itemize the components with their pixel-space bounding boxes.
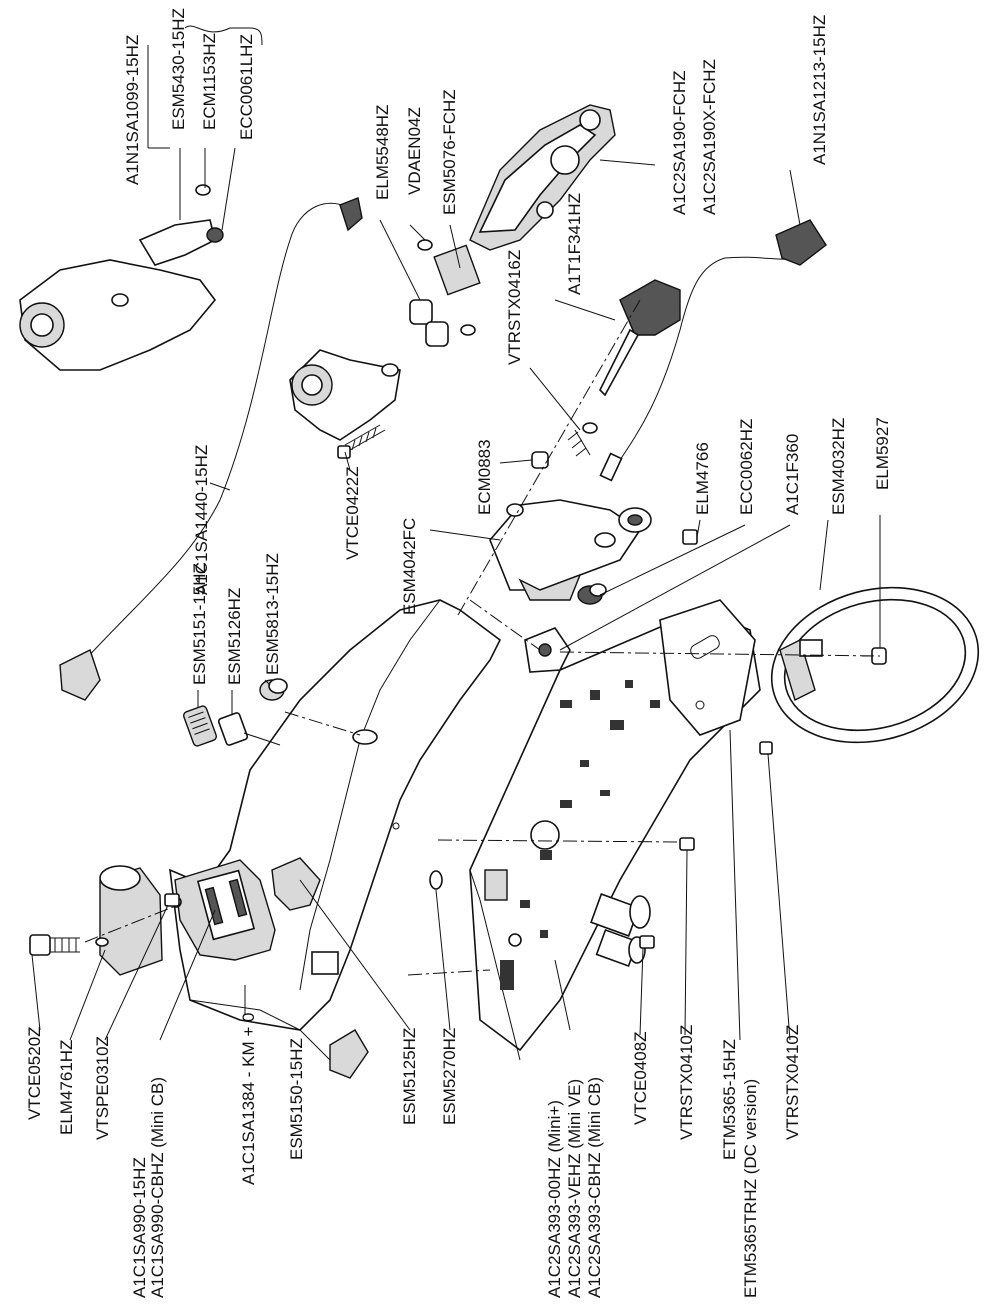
label-A1C1F360: A1C1F360	[783, 434, 802, 515]
part-drawings	[19, 104, 980, 1079]
label-ELM5927: ELM5927	[873, 417, 892, 490]
label-ESM5150-15HZ: ESM5150-15HZ	[287, 1038, 306, 1160]
label-VTRSTX0416Z: VTRSTX0416Z	[505, 250, 524, 365]
label-VTSPE0310Z: VTSPE0310Z	[93, 1036, 112, 1140]
connector-part	[524, 627, 571, 673]
label-ETM5365-15HZ: ETM5365-15HZ	[720, 1039, 739, 1160]
label-A1C2SA393-VEHZ: A1C2SA393-VEHZ (Mini VE)	[565, 1079, 584, 1298]
label-ESM5126HZ: ESM5126HZ	[225, 588, 244, 685]
joint-parts	[409, 239, 481, 347]
label-A1C2SA190X-FCHZ: A1C2SA190X-FCHZ	[700, 59, 719, 215]
label-ESM5151-15HZ: ESM5151-15HZ	[190, 563, 209, 685]
collar-part	[577, 583, 607, 605]
screw-part	[29, 934, 80, 956]
label-ELM5548HZ: ELM5548HZ	[373, 105, 392, 200]
main-housing-part	[169, 599, 502, 1031]
cap-part	[329, 1029, 369, 1079]
button-parts	[182, 678, 288, 747]
label-VTRSTX0410Z: VTRSTX0410Z	[677, 1025, 696, 1140]
bushing-part	[531, 451, 549, 469]
label-A1C2SA393-CBHZ: A1C2SA393-CBHZ (Mini CB)	[585, 1077, 604, 1298]
label-ECM0883: ECM0883	[475, 439, 494, 515]
label-ESM5125HZ: ESM5125HZ	[400, 1028, 419, 1125]
label-ESM5270HZ: ESM5270HZ	[440, 1028, 459, 1125]
spring-part	[567, 422, 598, 457]
label-ESM5430-15HZ: ESM5430-15HZ	[169, 8, 188, 130]
label-ESM5813-15HZ: ESM5813-15HZ	[263, 553, 282, 675]
yoke-part	[489, 499, 652, 601]
label-VDAEN04Z: VDAEN04Z	[405, 107, 424, 195]
label-A1N1SA1213-15HZ: A1N1SA1213-15HZ	[810, 15, 829, 165]
clip-parts	[271, 857, 443, 911]
label-A1C1SA1384: A1C1SA1384 - KM + 0	[239, 1013, 258, 1185]
label-A1C1SA990-CBHZ: A1C1SA990-CBHZ (Mini CB)	[148, 1077, 167, 1298]
label-ELM4766: ELM4766	[693, 442, 712, 515]
capacitor-parts	[590, 893, 651, 968]
label-ECC0061LHZ: ECC0061LHZ	[237, 34, 256, 140]
label-A1C2SA190-FCHZ: A1C2SA190-FCHZ	[670, 70, 689, 215]
assembly-lines	[84, 299, 881, 976]
label-ESM4042FC: ESM4042FC	[400, 518, 419, 615]
cable-right-part	[599, 219, 827, 482]
label-ESM5076-FCHZ: ESM5076-FCHZ	[440, 89, 459, 215]
block-part	[95, 865, 163, 976]
handle-part	[599, 279, 681, 397]
label-ECM1153HZ: ECM1153HZ	[200, 33, 219, 130]
screw-part-3	[337, 424, 386, 459]
top-bracket-part	[138, 184, 224, 266]
label-ETM5365TRHZ: ETM5365TRHZ (DC version)	[741, 1079, 760, 1298]
lower-yoke-part	[289, 349, 401, 441]
label-VTCE0408Z: VTCE0408Z	[631, 1031, 650, 1125]
ring-housing-part	[770, 586, 980, 744]
label-A1T1F341HZ: A1T1F341HZ	[565, 193, 584, 295]
upper-arm-part	[469, 104, 616, 251]
label-ESM4032HZ: ESM4032HZ	[829, 418, 848, 515]
label-ELM4761HZ: ELM4761HZ	[57, 1040, 76, 1135]
label-A1C1SA990-15HZ: A1C1SA990-15HZ	[130, 1157, 149, 1298]
mounting-plate-part	[659, 599, 756, 736]
label-A1C1SA1440-15HZ: A1C1SA1440-15HZ	[192, 445, 211, 595]
label-VTCE0520Z: VTCE0520Z	[25, 1026, 44, 1120]
label-VTRSTX0410Z-2: VTRSTX0410Z	[783, 1025, 802, 1140]
part-labels: A1N1SA1099-15HZ ESM5430-15HZ ECM1153HZ E…	[25, 8, 892, 1298]
leader-lines	[31, 25, 881, 1061]
label-ECC0062HZ: ECC0062HZ	[737, 419, 756, 515]
cable-left-part	[59, 197, 363, 701]
top-left-yoke-part	[19, 259, 217, 371]
label-VTCE0422Z: VTCE0422Z	[343, 466, 362, 560]
label-A1C2SA393-00HZ: A1C2SA393-00HZ (Mini+)	[545, 1100, 564, 1298]
label-A1N1SA1099-15HZ: A1N1SA1099-15HZ	[123, 35, 142, 185]
